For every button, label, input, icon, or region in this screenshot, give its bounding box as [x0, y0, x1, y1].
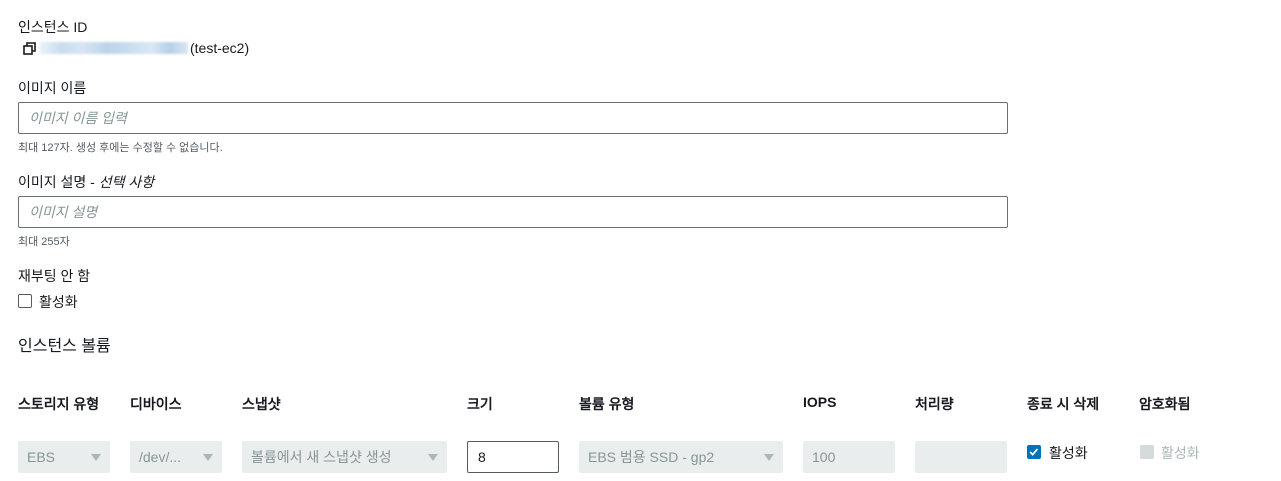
device-select: /dev/... [130, 441, 222, 473]
instance-name: (test-ec2) [190, 40, 250, 56]
col-volume-type: 볼륨 유형 [579, 396, 635, 412]
caret-down-icon [428, 453, 438, 461]
copy-icon[interactable] [23, 42, 36, 55]
col-encrypted: 암호화됨 [1139, 396, 1191, 412]
no-reboot-checkbox[interactable] [18, 294, 32, 308]
instance-id-value-redacted [40, 42, 188, 54]
col-throughput: 처리량 [915, 396, 954, 412]
throughput-input [915, 441, 1007, 473]
storage-type-value: EBS [27, 449, 56, 465]
image-name-label: 이미지 이름 [18, 80, 87, 96]
image-description-input[interactable] [18, 196, 1008, 228]
delete-on-termination-checkbox[interactable] [1027, 445, 1041, 459]
encrypted-label: 활성화 [1161, 445, 1200, 461]
size-input[interactable] [467, 441, 559, 473]
image-name-hint: 최대 127자. 생성 후에는 수정할 수 없습니다. [18, 142, 223, 154]
caret-down-icon [91, 453, 101, 461]
col-delete-on-termination: 종료 시 삭제 [1027, 396, 1100, 412]
storage-type-select: EBS [18, 441, 110, 473]
iops-value: 100 [812, 449, 836, 465]
iops-input: 100 [803, 441, 895, 473]
image-name-input[interactable] [18, 102, 1008, 134]
no-reboot-checkbox-label[interactable]: 활성화 [39, 294, 78, 310]
caret-down-icon [764, 453, 774, 461]
caret-down-icon [203, 453, 213, 461]
image-description-label-text: 이미지 설명 - [18, 174, 99, 190]
device-value: /dev/... [139, 449, 182, 465]
encrypted-checkbox [1140, 445, 1154, 459]
delete-on-termination-label[interactable]: 활성화 [1049, 445, 1088, 461]
volume-type-value: EBS 범용 SSD - gp2 [588, 449, 715, 465]
optional-tag: 선택 사항 [98, 174, 155, 190]
volume-type-select: EBS 범용 SSD - gp2 [579, 441, 783, 473]
col-storage-type: 스토리지 유형 [18, 396, 100, 412]
snapshot-value: 볼륨에서 새 스냅샷 생성 [251, 449, 392, 465]
instance-id-label: 인스턴스 ID [18, 19, 88, 35]
col-size: 크기 [467, 396, 493, 412]
snapshot-select: 볼륨에서 새 스냅샷 생성 [242, 441, 447, 473]
col-device: 디바이스 [130, 396, 182, 412]
image-description-hint: 최대 255자 [18, 236, 70, 248]
instance-volumes-title: 인스턴스 볼륨 [18, 338, 111, 355]
col-snapshot: 스냅샷 [242, 396, 281, 412]
col-iops: IOPS [803, 394, 837, 410]
no-reboot-label: 재부팅 안 함 [18, 268, 91, 284]
image-description-label: 이미지 설명 - 선택 사항 [18, 172, 154, 192]
checkmark-icon [1029, 448, 1039, 456]
